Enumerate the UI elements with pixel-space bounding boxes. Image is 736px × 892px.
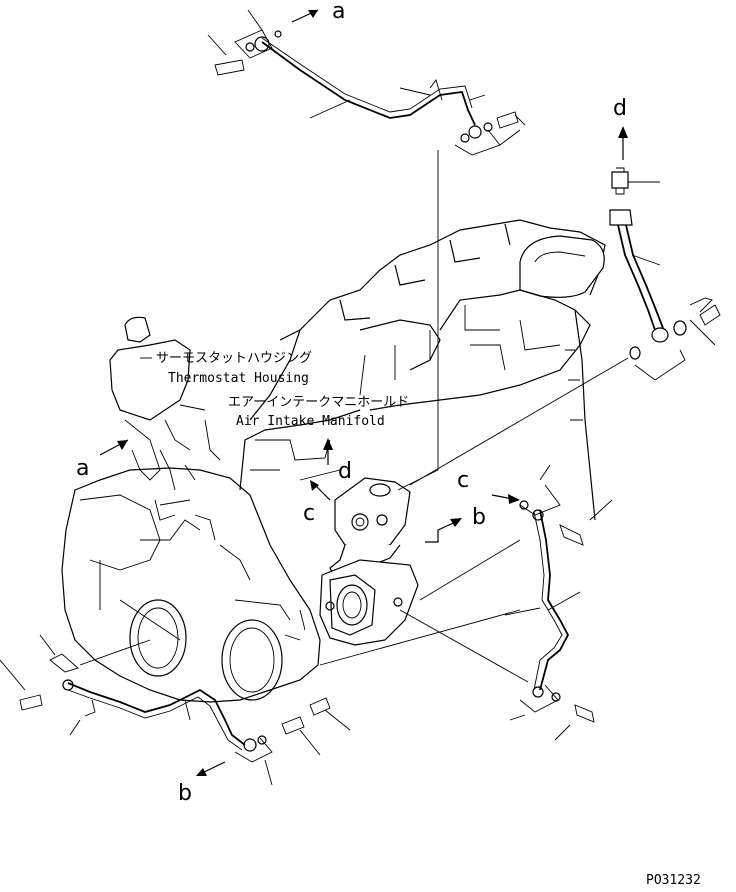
- top-pipe-assembly: [207, 9, 526, 491]
- arrows: [99, 9, 628, 776]
- callout-d-mid: d: [338, 459, 352, 484]
- label-group: サーモスタットハウジング Thermostat Housing エアーインテーク…: [76, 0, 701, 888]
- engine-block: [61, 219, 606, 703]
- callout-c-left: c: [303, 501, 315, 526]
- callout-d-top: d: [613, 96, 627, 121]
- intake-manifold-label-en: Air Intake Manifold: [236, 414, 385, 429]
- callout-a-top: a: [332, 0, 345, 24]
- callout-b-bottom: b: [178, 781, 192, 806]
- intake-manifold-label-jp: エアーインテークマニホールド: [228, 395, 409, 410]
- right-lower-pipe: [399, 464, 613, 741]
- bottom-pipe-assembly: [0, 609, 521, 786]
- callout-b-right: b: [472, 505, 486, 530]
- thermostat-label-jp: サーモスタットハウジング: [156, 351, 312, 366]
- air-compressor: [319, 477, 419, 646]
- callout-a-left: a: [76, 456, 89, 481]
- callout-c-right: c: [457, 468, 469, 493]
- right-pipe-assembly: [409, 167, 721, 486]
- drawing-number: PO31232: [646, 873, 701, 888]
- thermostat-label-en: Thermostat Housing: [168, 371, 309, 386]
